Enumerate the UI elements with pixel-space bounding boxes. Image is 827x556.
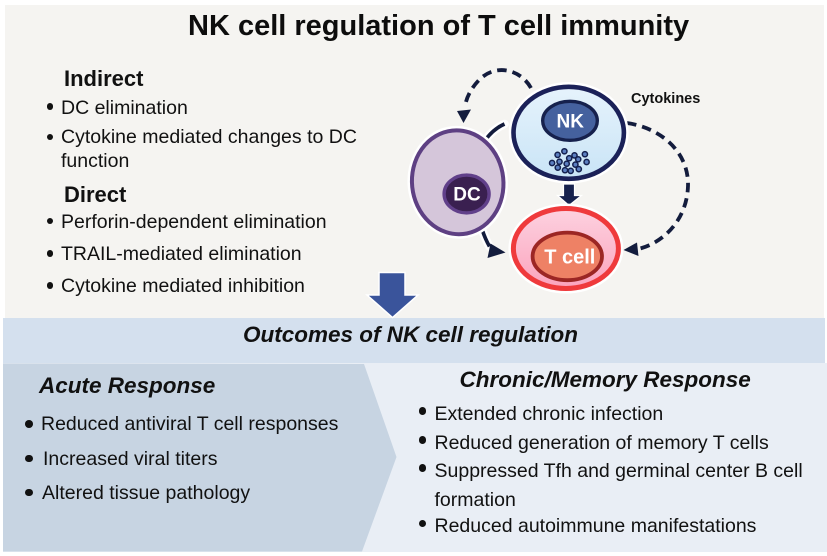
svg-text:T cell: T cell xyxy=(544,247,595,269)
svg-text:DC: DC xyxy=(453,184,481,205)
svg-text:NK: NK xyxy=(556,112,584,133)
